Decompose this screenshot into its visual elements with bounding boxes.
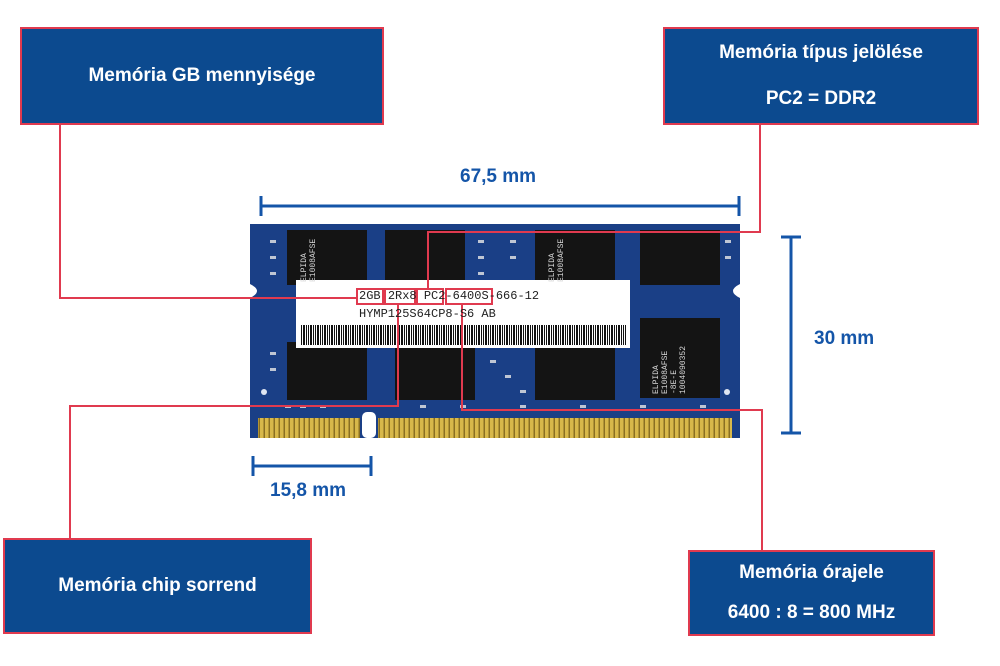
- memory-chip: [287, 342, 367, 400]
- highlight-pc2: [416, 288, 444, 305]
- label-timing: 666-12: [495, 289, 540, 303]
- mounting-hole: [261, 389, 267, 395]
- dimension-lines: [251, 196, 801, 476]
- connector-clock: [461, 304, 763, 552]
- memory-chip: [640, 230, 720, 285]
- memory-chip: [287, 230, 367, 285]
- memory-chip: [535, 342, 615, 400]
- callout-type-marking: Memória típus jelölése PC2 = DDR2: [663, 27, 979, 125]
- label-speed: 6400S-: [452, 289, 496, 303]
- chip-code: E1008AFSE: [661, 350, 670, 394]
- gold-contacts-right: [378, 418, 732, 438]
- memory-chip: [385, 230, 465, 285]
- callout-clock-line2: 6400 : 8 = 800 MHz: [727, 602, 896, 623]
- chip-brand: ELPIDA: [548, 253, 557, 282]
- connector-chip-order: [69, 304, 399, 540]
- chip-marking: ELPIDA E1008AFSE -8E-E 1004090352: [652, 346, 688, 394]
- chip-marking: ELPIDA E1008AFSE: [548, 239, 566, 282]
- board-notch: [362, 412, 376, 438]
- dimension-notch-label: 15,8 mm: [270, 480, 347, 501]
- memory-chip: [640, 318, 720, 398]
- callout-chip-order-text: Memória chip sorrend: [58, 575, 257, 596]
- callout-type-marking-line2: PC2 = DDR2: [765, 88, 877, 109]
- chip-brand: ELPIDA: [652, 365, 661, 394]
- callout-clock-line1: Memória órajele: [739, 562, 884, 583]
- gold-contacts-left: [258, 418, 360, 438]
- sticker-line-1: 2GB 2Rx8 PC2-6400S-666-12: [359, 289, 539, 303]
- chip-lot: 1004090352: [679, 345, 688, 394]
- callout-chip-order: Memória chip sorrend: [3, 538, 312, 634]
- highlight-rank: [384, 288, 416, 305]
- chip-brand: ELPIDA: [300, 253, 309, 282]
- mounting-hole: [724, 389, 730, 395]
- chip-code: E1008AFSE: [557, 238, 566, 282]
- callout-gb-amount-text: Memória GB mennyisége: [88, 65, 316, 86]
- callout-gb-amount: Memória GB mennyisége: [20, 27, 384, 125]
- label-gb: 2GB: [359, 289, 381, 303]
- connector-gb: [59, 125, 357, 299]
- chip-code: E1008AFSE: [309, 238, 318, 282]
- callout-type-marking-line1: Memória típus jelölése: [719, 42, 923, 63]
- connector-type: [427, 125, 761, 289]
- callout-connectors: [59, 125, 763, 552]
- callout-clock: Memória órajele 6400 : 8 = 800 MHz: [688, 550, 935, 636]
- chip-marking: ELPIDA E1008AFSE: [300, 239, 318, 282]
- highlight-speed: [445, 288, 493, 305]
- label-pc2: PC2-: [423, 289, 453, 303]
- dimension-height-label: 30 mm: [814, 328, 875, 349]
- sticker-line-2: HYMP125S64CP8-S6 AB: [359, 307, 496, 321]
- dimension-width-label: 67,5 mm: [460, 166, 537, 187]
- highlight-gb: [356, 288, 384, 305]
- chip-rev: -8E-E: [670, 369, 679, 394]
- label-rank: 2Rx8: [387, 289, 417, 303]
- memory-chip: [535, 230, 615, 285]
